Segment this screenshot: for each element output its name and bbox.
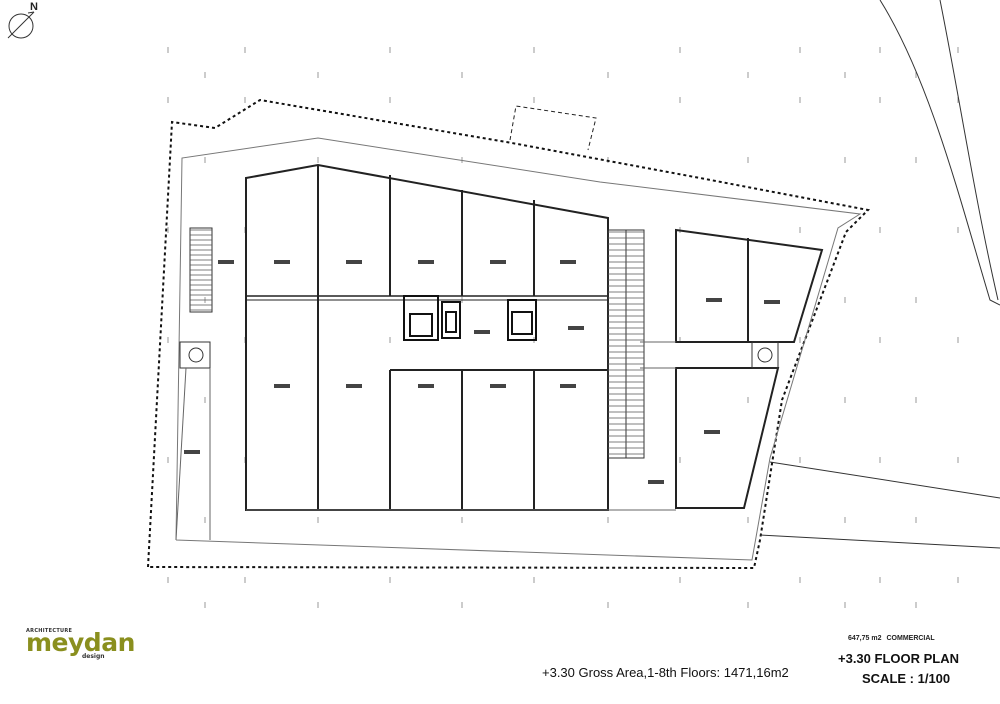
room-tag bbox=[218, 260, 234, 264]
gross-area-note: +3.30 Gross Area,1-8th Floors: 1471,16m2 bbox=[542, 665, 789, 680]
partitions bbox=[175, 341, 676, 541]
plan-scale: SCALE : 1/100 bbox=[862, 671, 951, 686]
elevator-core bbox=[403, 295, 537, 341]
room-tag bbox=[560, 384, 576, 388]
area-use: COMMERCIAL bbox=[886, 635, 935, 642]
north-arrow-icon bbox=[7, 11, 35, 39]
logo-main-text: meydan bbox=[26, 628, 135, 657]
room-tag bbox=[648, 480, 664, 484]
site-boundary bbox=[147, 98, 871, 570]
room-tag bbox=[560, 260, 576, 264]
room-tag bbox=[274, 260, 290, 264]
top-bay bbox=[509, 105, 597, 151]
room-tag bbox=[418, 260, 434, 264]
company-logo: ARCHITECTURE meydan design bbox=[26, 628, 135, 680]
room-tag bbox=[474, 330, 490, 334]
room-tag bbox=[184, 450, 200, 454]
logo-top-text: ARCHITECTURE bbox=[26, 628, 73, 634]
room-tag bbox=[704, 430, 720, 434]
room-tag bbox=[764, 300, 780, 304]
commercial-block-right bbox=[675, 228, 824, 509]
room-tag bbox=[490, 260, 506, 264]
stair-left-circle bbox=[179, 341, 211, 369]
grid-ticks bbox=[167, 47, 959, 608]
plan-title: +3.30 FLOOR PLAN bbox=[838, 651, 959, 666]
site-lines bbox=[759, 0, 1000, 549]
commercial-block-left bbox=[245, 163, 609, 511]
north-label: N bbox=[30, 1, 38, 13]
building-outline bbox=[175, 137, 862, 561]
stair-right bbox=[751, 341, 779, 369]
room-tag bbox=[568, 326, 584, 330]
area-value: 647,75 m2 bbox=[848, 635, 882, 642]
room-tag bbox=[706, 298, 722, 302]
logo-sub-text: design bbox=[82, 653, 105, 660]
room-tag bbox=[346, 384, 362, 388]
area-note: 647,75 m2 COMMERCIAL bbox=[848, 635, 940, 642]
room-tag bbox=[274, 384, 290, 388]
room-tag bbox=[490, 384, 506, 388]
room-tag bbox=[346, 260, 362, 264]
room-tags bbox=[184, 260, 780, 484]
room-tag bbox=[418, 384, 434, 388]
